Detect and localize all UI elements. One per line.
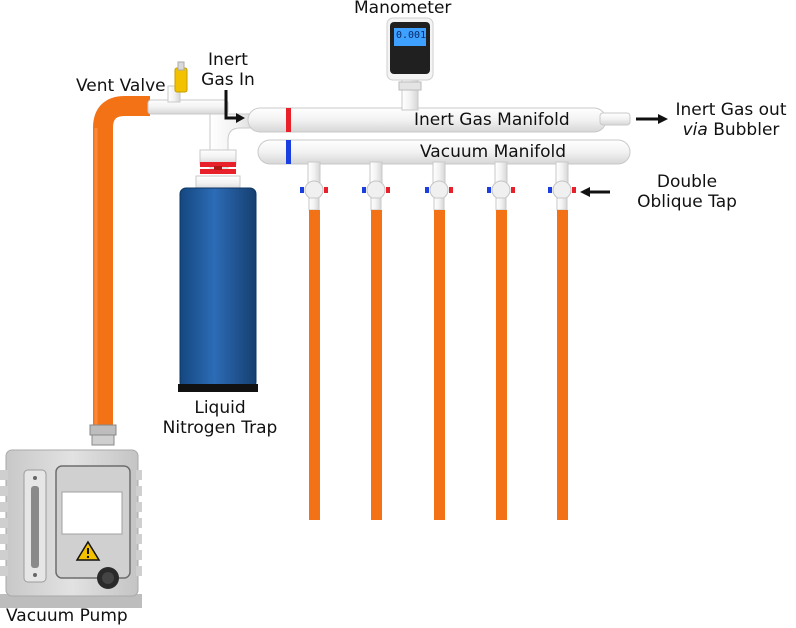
inert-gas-out-label: Inert Gas out via Bubbler (675, 100, 787, 140)
tap-4[interactable] (487, 161, 515, 211)
tap-5-tubing (557, 210, 568, 520)
inert-gas-manifold-label: Inert Gas Manifold (414, 110, 570, 130)
vacuum-pump (0, 449, 142, 608)
pump-tubing (93, 96, 150, 425)
manometer-connector (398, 77, 422, 111)
tap-1-tubing (309, 210, 320, 520)
inert-gas-in-arrow (224, 90, 245, 123)
liquid-nitrogen-trap (178, 187, 258, 392)
trap-inlet-glass (147, 85, 261, 191)
manometer-reading: 0.001 (396, 30, 427, 41)
manometer-label: Manometer (354, 0, 452, 18)
vent-valve-label: Vent Valve (76, 76, 166, 96)
manometer (386, 17, 434, 81)
vacuum-pump-label: Vacuum Pump (6, 606, 128, 626)
double-oblique-tap-arrow (580, 187, 610, 197)
tubing-clamp (89, 424, 117, 436)
tap-3-tubing (434, 210, 445, 520)
double-oblique-tap-label: Double Oblique Tap (637, 172, 737, 212)
trap-clamp (200, 162, 236, 174)
vacuum-manifold-label: Vacuum Manifold (420, 142, 567, 162)
pump-power-knob[interactable] (97, 567, 119, 589)
inert-gas-manifold (247, 107, 631, 133)
vent-valve[interactable] (174, 61, 188, 93)
warning-icon (75, 540, 101, 561)
tap-1[interactable] (300, 161, 328, 211)
tap-2-tubing (371, 210, 382, 520)
inert-gas-out-arrow (636, 114, 668, 124)
inert-gas-in-label: Inert Gas In (201, 50, 255, 90)
tap-2[interactable] (362, 161, 390, 211)
tap-5[interactable] (548, 161, 576, 211)
tap-3[interactable] (425, 161, 453, 211)
liquid-nitrogen-trap-label: Liquid Nitrogen Trap (162, 398, 278, 438)
tap-4-tubing (496, 210, 507, 520)
